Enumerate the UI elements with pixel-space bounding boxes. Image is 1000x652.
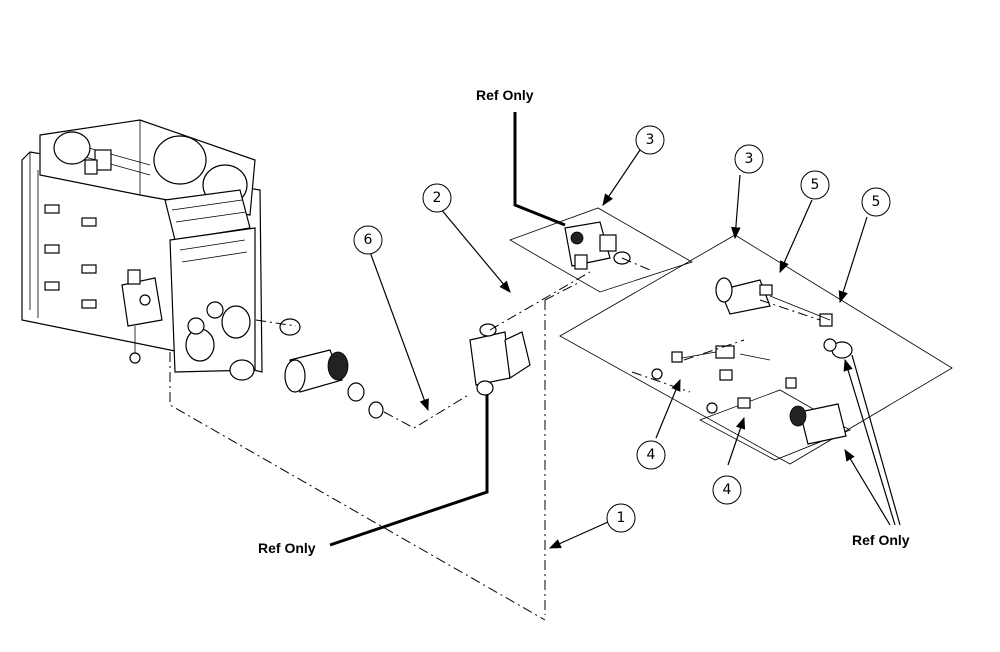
svg-text:1: 1: [617, 510, 626, 526]
callout-4-right: 4: [712, 475, 742, 505]
svg-text:2: 2: [433, 190, 442, 206]
callout-4-left: 4: [636, 440, 666, 470]
callout-3-top: 3: [635, 125, 665, 155]
hydraulic-manifold-assembly: [21, 119, 301, 381]
callout-5-left: 5: [800, 170, 830, 200]
svg-text:4: 4: [647, 447, 656, 463]
svg-text:3: 3: [745, 151, 754, 167]
solenoid-valve-group: [509, 207, 693, 293]
directional-valve: [469, 323, 531, 396]
actuator-mounting-plate: [559, 234, 953, 465]
ref-only-label-top: Ref Only: [476, 87, 534, 103]
ref-only-label-bottom-right: Ref Only: [852, 532, 910, 548]
svg-text:6: 6: [364, 232, 373, 248]
svg-text:4: 4: [723, 482, 732, 498]
callout-6: 6: [353, 225, 383, 255]
svg-text:5: 5: [811, 177, 820, 193]
assembly-lines: [169, 257, 821, 621]
callout-3-right: 3: [734, 144, 764, 174]
reference-lines: [329, 112, 566, 547]
inline-filter-assembly: [284, 349, 384, 419]
ref-only-label-bottom-left: Ref Only: [258, 540, 316, 556]
callout-5-right: 5: [861, 187, 891, 217]
callout-1: 1: [606, 503, 636, 533]
callout-leaders: [369, 149, 901, 549]
callout-2: 2: [422, 183, 452, 213]
svg-text:5: 5: [872, 194, 881, 210]
svg-text:3: 3: [646, 132, 655, 148]
